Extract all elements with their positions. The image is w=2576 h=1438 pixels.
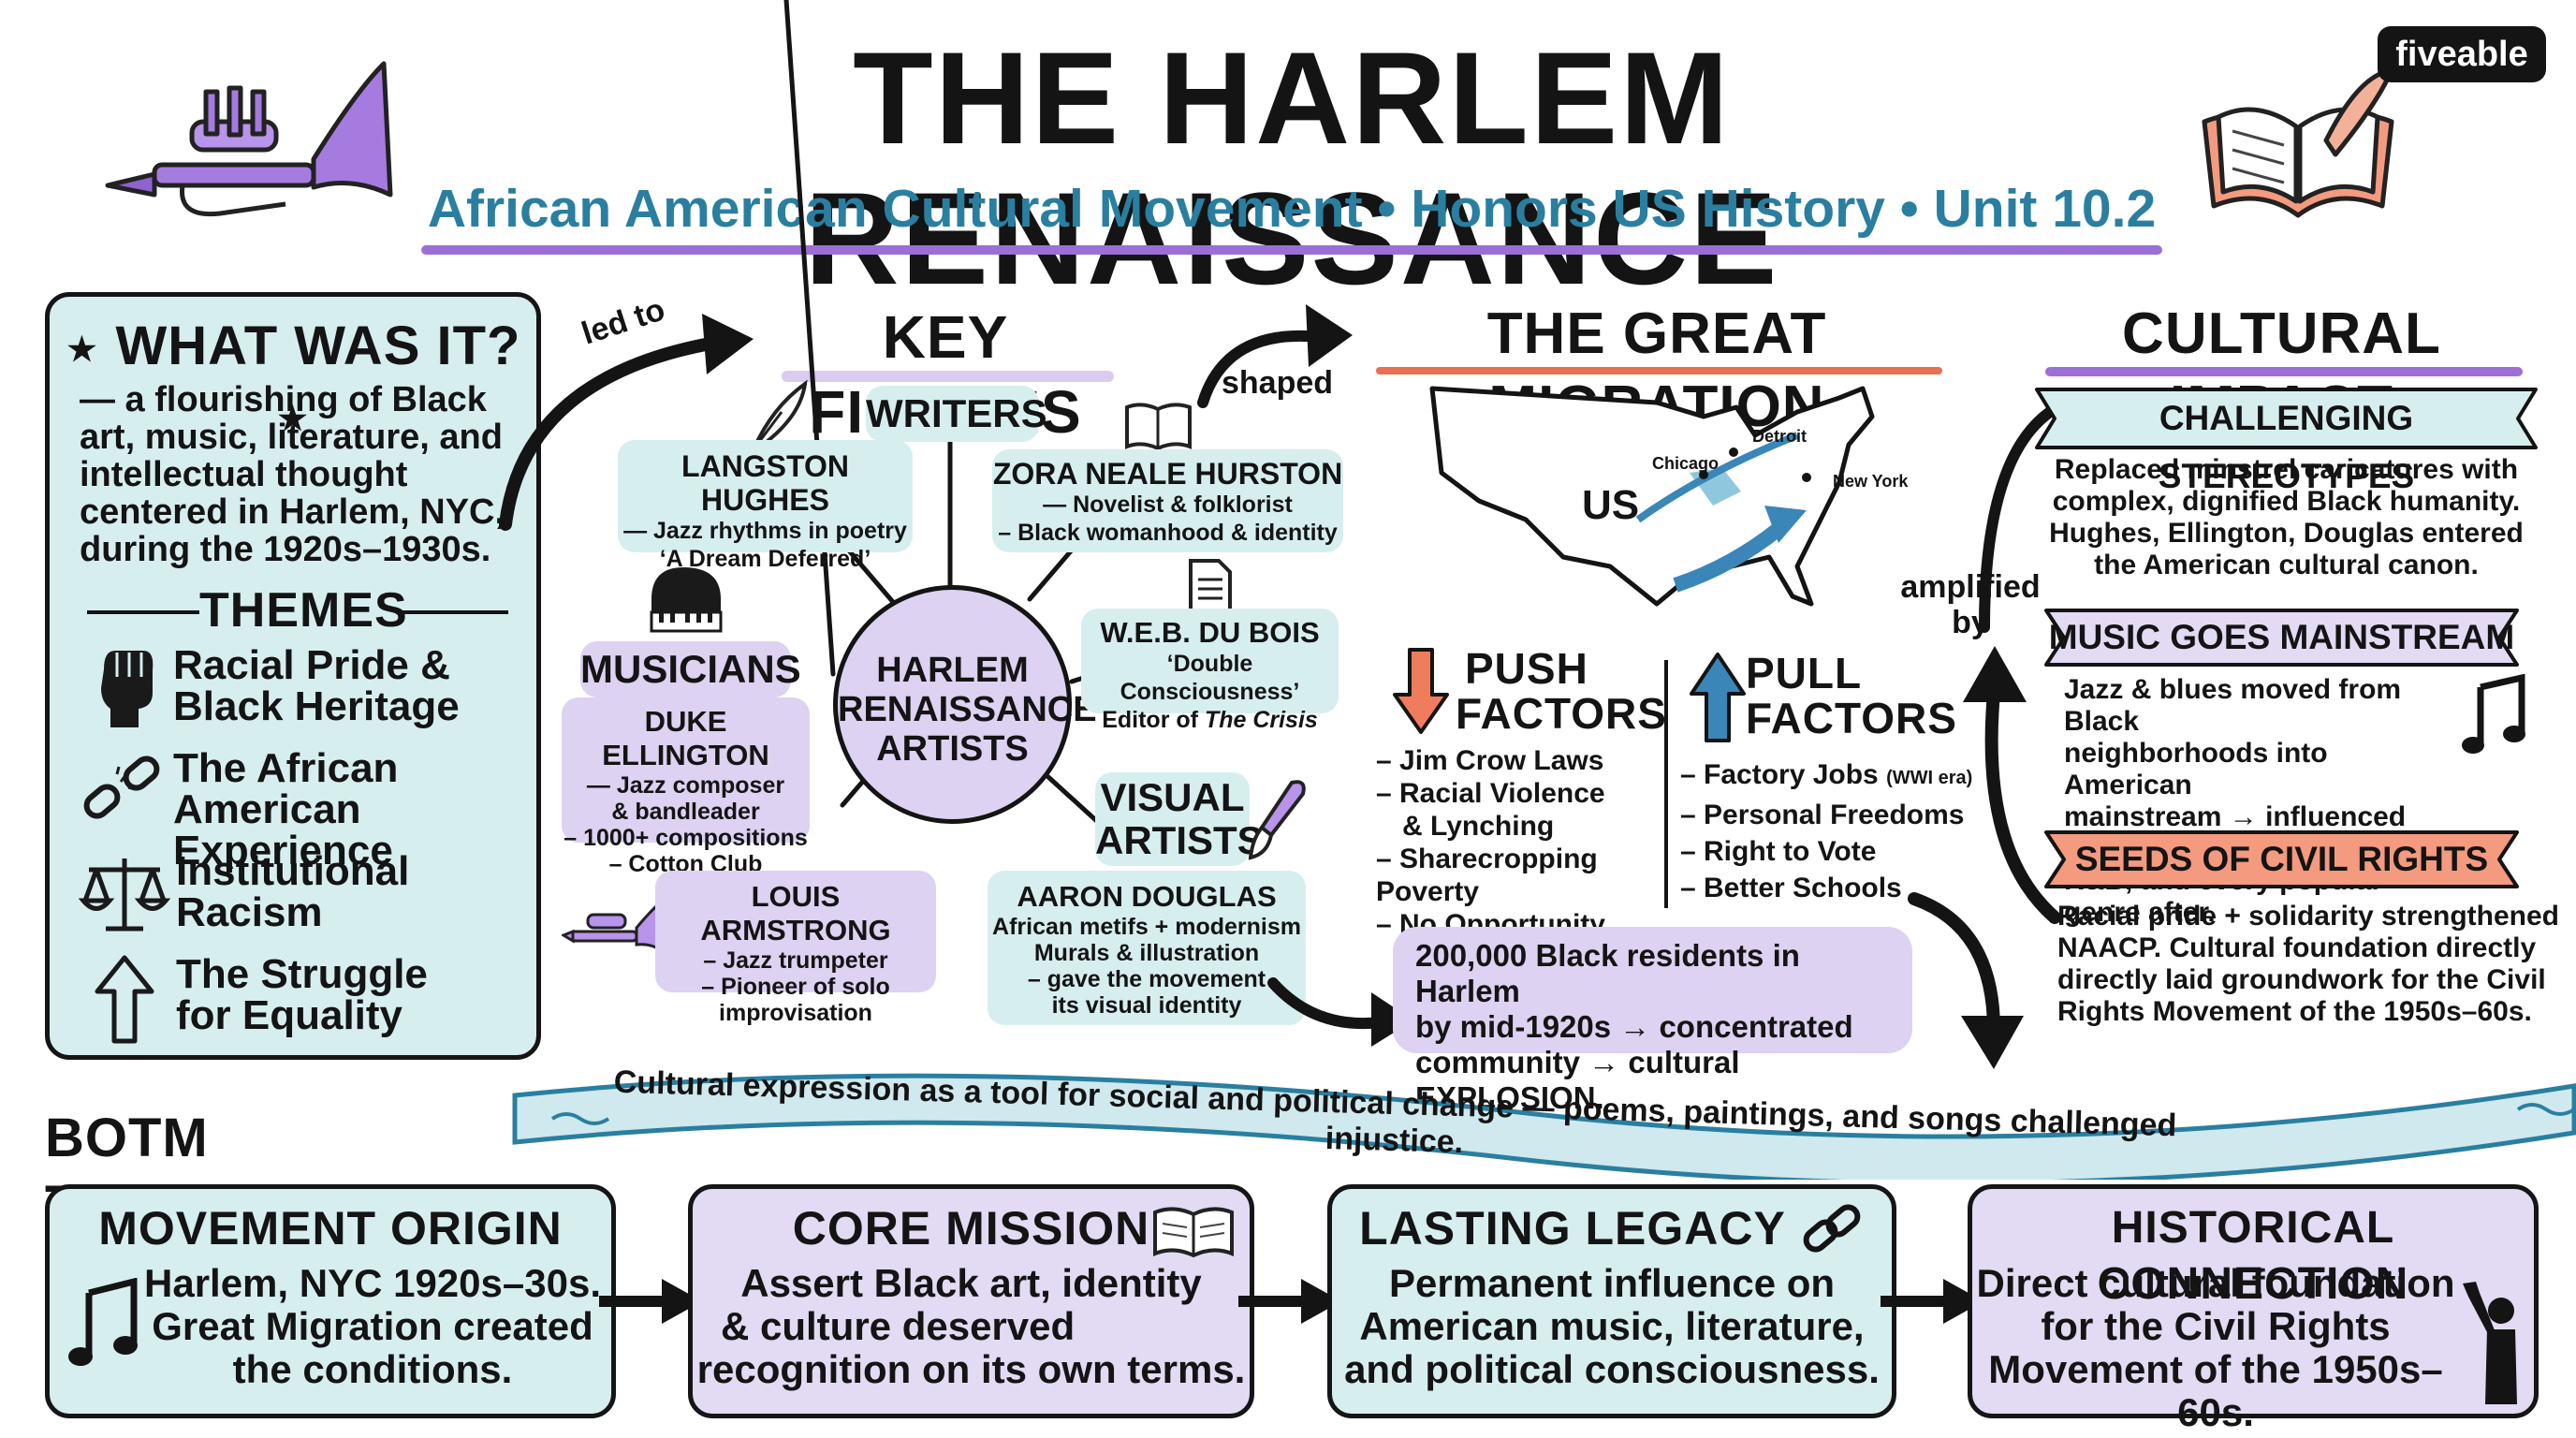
takeaways-title: BOTM TAKEAWAYS: [45, 1108, 388, 1236]
cultural-impact-underline: [2045, 367, 2523, 376]
langston-hughes-card: LANGSTON HUGHES — Jazz rhythms in poetry…: [618, 440, 913, 572]
takeaway-card-core-mission: CORE MISSION Assert Black art, identity …: [688, 1184, 1254, 1418]
raised-fist-icon: [87, 641, 162, 730]
up-arrow-icon: [92, 952, 157, 1046]
piano-icon: [646, 562, 725, 637]
map-label-us: US: [1582, 482, 1640, 528]
theme-item-1: Racial Pride & Black Heritage: [173, 642, 460, 729]
aaron-douglas-card: AARON DOUGLAS African metifs + modernism…: [988, 871, 1306, 1025]
challenging-stereotypes-heading: CHALLENGING STEREOTYPES: [2158, 399, 2415, 495]
what-was-it-title: ★ WHAT WAS IT? ★: [65, 315, 521, 440]
cultural-impact-title: CULTURAL IMPACT: [2122, 301, 2441, 439]
amplified-by-arrow-top: [1979, 406, 2056, 633]
page-subtitle: African American Cultural Movement • Hon…: [427, 179, 2157, 239]
small-trumpet-icon: [560, 894, 669, 960]
chain-link-icon: [1799, 1204, 1865, 1260]
pull-factors-list: – Factory Jobs (WWI era) – Personal Free…: [1680, 759, 1973, 903]
brand-badge[interactable]: fiveable: [2378, 26, 2546, 82]
ribbon-seeds-civil-rights: [2044, 830, 2519, 888]
open-book-quill-icon: [2195, 66, 2401, 225]
theme-item-2: The African American Experience: [173, 745, 399, 873]
shaped-label: shaped: [1222, 365, 1334, 401]
challenging-stereotypes-text: Replaced minstrel caricatures with compl…: [2049, 454, 2524, 580]
amplified-by-label: amplified by: [1900, 569, 2041, 640]
raised-fist-person-icon: [2459, 1278, 2529, 1409]
themes-title: THEMES: [199, 583, 408, 638]
push-factors-title: PUSH FACTORS: [1456, 644, 1667, 738]
ribbon-challenging-stereotypes: [2035, 388, 2538, 449]
scales-icon: [78, 849, 171, 938]
subtitle-underline: [421, 245, 2162, 255]
pull-factors-title: PULL FACTORS: [1746, 649, 1957, 742]
themes-divider-left: [87, 610, 199, 614]
theme-item-4: The Struggle for Equality: [176, 951, 428, 1038]
douglas-to-harlem-arrow: [1267, 977, 1413, 1047]
push-down-arrow-icon: [1393, 646, 1449, 735]
harlem-renaissance-artists-hub: HARLEM RENAISSANCE ARTISTS: [833, 585, 1097, 824]
key-figures-underline: [782, 371, 1114, 382]
shaped-arrow: [1197, 304, 1353, 408]
ribbon-music-mainstream: [2044, 609, 2519, 667]
music-note-icon: [68, 1277, 139, 1372]
seeds-civil-rights-text: Racial pride + solidarity strengthened N…: [2057, 901, 2559, 1027]
migration-down-arrow: [1908, 892, 2024, 1069]
theme-item-3: Institutional Racism: [176, 848, 410, 935]
book-icon: [1151, 1203, 1236, 1259]
trumpet-icon: [89, 54, 398, 227]
page-title: THE HARLEM RENAISSANCE: [804, 24, 1779, 312]
push-pull-divider: [1664, 660, 1668, 908]
what-was-it-panel: ★ WHAT WAS IT? ★ — a flourishing of Blac…: [45, 292, 541, 1060]
push-factors-list: – Jim Crow Laws – Racial Violence & Lync…: [1376, 745, 1605, 940]
web-du-bois-card: W.E.B. DU BOIS ‘Double Consciousness’ Ed…: [1081, 609, 1339, 733]
harlem-population-box: 200,000 Black residents in Harlem by mid…: [1393, 927, 1912, 1115]
themes-divider-right: [396, 610, 508, 614]
music-mainstream-text: Jazz & blues moved from Black neighborho…: [2064, 674, 2407, 928]
map-label-new-york: New York: [1833, 472, 1909, 491]
takeaway-arrow-3: [1881, 1279, 1983, 1324]
visual-artists-label: VISUAL ARTISTS: [1095, 772, 1264, 866]
star-icon: ★: [275, 398, 311, 440]
zora-neale-hurston-card: ZORA NEALE HURSTON — Novelist & folklori…: [992, 449, 1343, 552]
amplified-by-arrow-bottom: [1963, 646, 2061, 924]
music-note-icon: [2462, 673, 2527, 758]
takeaway-card-lasting-legacy: LASTING LEGACY Permanent influence on Am…: [1327, 1184, 1896, 1418]
writers-label: WRITERS: [866, 386, 1047, 442]
open-book-icon: [1123, 398, 1193, 452]
takeaway-arrow-1: [599, 1279, 702, 1324]
takeaway-arrow-2: [1238, 1279, 1341, 1324]
great-migration-underline: [1376, 367, 1942, 374]
map-label-detroit: Detroit: [1752, 427, 1807, 446]
takeaway-card-movement-origin: MOVEMENT ORIGIN Harlem, NYC 1920s–30s. G…: [45, 1184, 616, 1418]
map-label-chicago: Chicago: [1652, 454, 1720, 473]
wave-banner: [512, 1073, 2576, 1180]
broken-chain-icon: [78, 746, 167, 835]
star-icon: ★: [65, 329, 100, 371]
takeaway-card-historical-connection: HISTORICAL CONNECTION Direct cultural fo…: [1968, 1184, 2539, 1434]
paintbrush-icon: [1245, 777, 1310, 861]
great-migration-title: THE GREAT MIGRATION: [1486, 301, 1827, 439]
louis-armstrong-card: LOUIS ARMSTRONG – Jazz trumpeter – Pione…: [655, 871, 936, 1026]
what-was-it-description: — a flourishing of Black art, music, lit…: [80, 380, 505, 569]
document-icon: [1187, 557, 1234, 615]
music-mainstream-heading: MUSIC GOES MAINSTREAM: [2048, 618, 2515, 656]
musicians-label: MUSICIANS: [580, 641, 801, 697]
pull-up-arrow-icon: [1690, 651, 1746, 744]
seeds-civil-rights-heading: SEEDS OF CIVIL RIGHTS: [2074, 840, 2489, 878]
duke-ellington-card: DUKE ELLINGTON — Jazz composer & bandlea…: [562, 697, 810, 877]
led-to-arrow: [499, 314, 754, 531]
us-map: [1423, 379, 1881, 609]
